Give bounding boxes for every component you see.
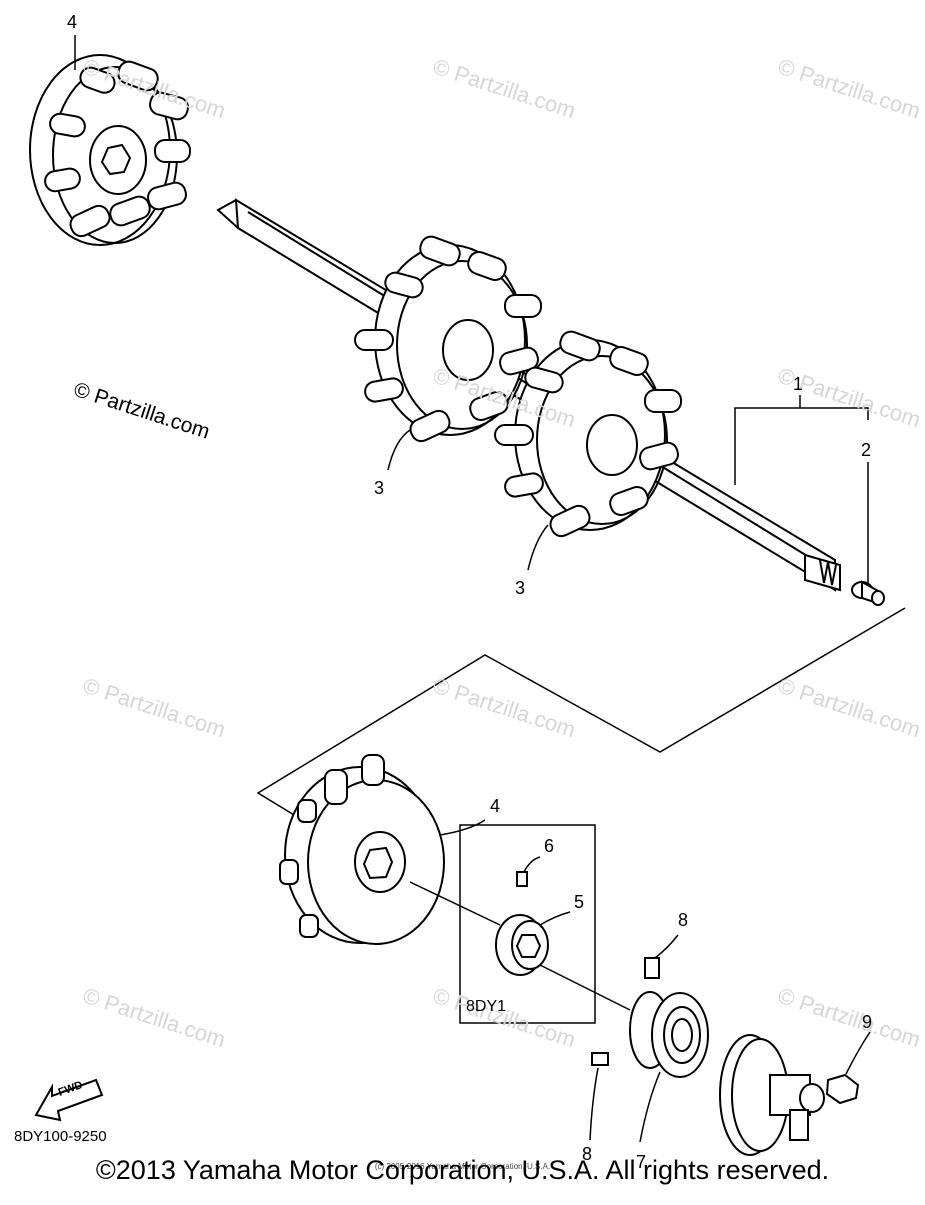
set-screw-8-top [644, 957, 660, 979]
callout-8-bottom: 8 [582, 1144, 593, 1164]
sprocket-bottom [279, 754, 445, 945]
hub-flange [719, 1034, 825, 1156]
callout-4-bottom: 4 [490, 796, 501, 816]
fwd-arrow-icon [34, 1078, 104, 1122]
sprocket-shaft-2 [494, 330, 682, 538]
guide-lines [409, 881, 631, 1011]
callout-8-top: 8 [678, 910, 689, 930]
diagram-code: 8DY100-9250 [14, 1128, 107, 1145]
kit-box [459, 824, 596, 1024]
kit-box-label: 8DY1 [466, 998, 507, 1015]
callout-9: 9 [862, 1012, 873, 1032]
callout-bracket-1 [734, 395, 869, 585]
callout-5: 5 [574, 892, 585, 912]
sprocket-shaft-1 [354, 235, 542, 443]
callout-3-first: 3 [374, 478, 385, 498]
set-screw-8-bottom [591, 1052, 609, 1066]
callout-6: 6 [544, 836, 555, 856]
callout-3-second: 3 [515, 578, 526, 598]
collar-part-5 [495, 914, 549, 976]
sprocket-top-left [29, 54, 191, 246]
callout-2: 2 [861, 440, 872, 460]
assembly-outline [256, 607, 906, 853]
bearing-part-7 [629, 991, 709, 1078]
footer-copyright: ©2013 Yamaha Motor Corporation, U.S.A. A… [95, 1155, 830, 1185]
footer-small-notice: (c) 2005-2016 Yamaha Motor Corporation, … [374, 1162, 551, 1171]
leader-lines [74, 35, 871, 1143]
callout-7: 7 [636, 1152, 647, 1172]
nut-part-9 [825, 1073, 860, 1105]
callout-1: 1 [793, 374, 804, 394]
set-screw-6 [516, 871, 528, 887]
callout-4-top: 4 [67, 12, 78, 32]
